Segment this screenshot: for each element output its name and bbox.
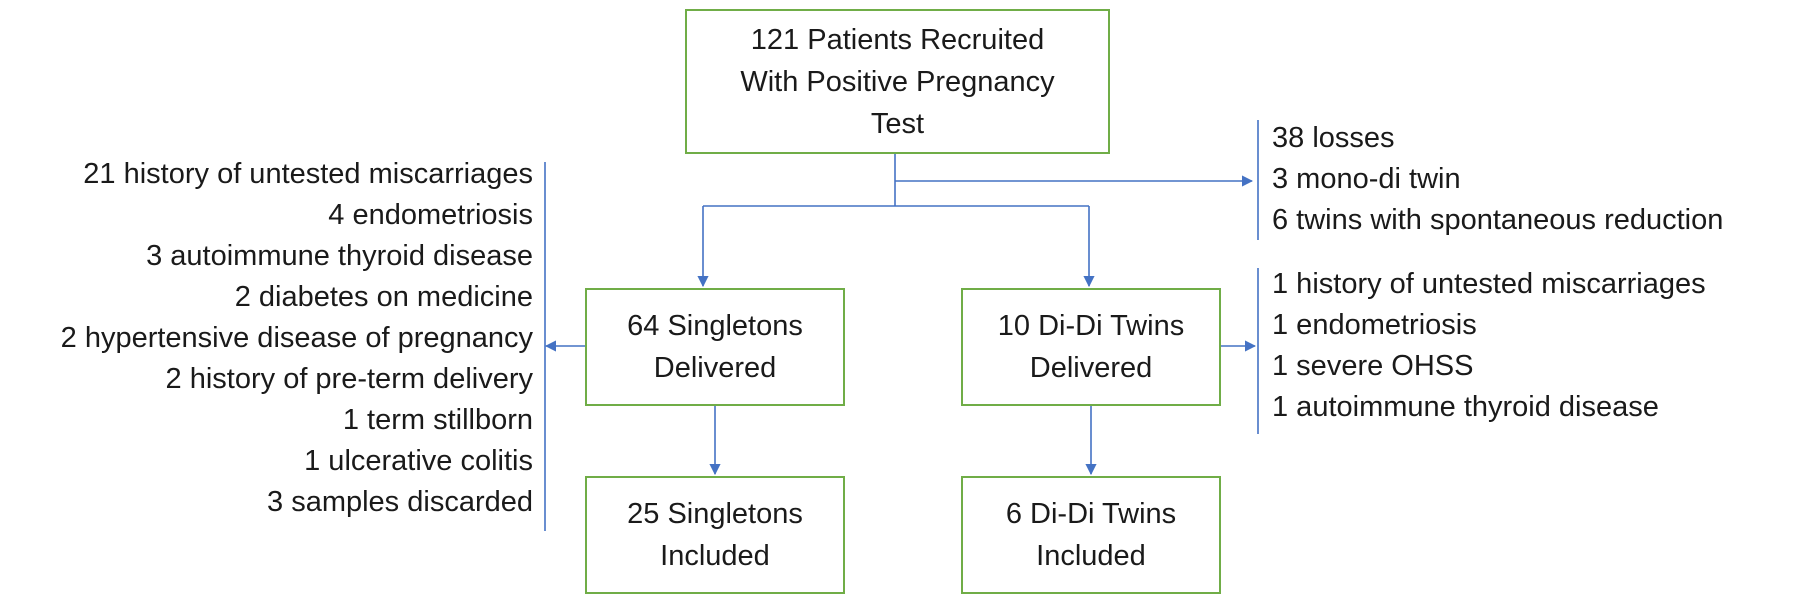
singletons-delivered-line-1: 64 Singletons: [627, 310, 803, 342]
twin-exclusions-list: 1 history of untested miscarriages 1 end…: [1272, 264, 1706, 428]
singleton-exclusion-item: 2 history of pre-term delivery: [165, 363, 533, 395]
twin-exclusion-item: 1 history of untested miscarriages: [1272, 268, 1706, 300]
recruited-box: 121 Patients Recruited With Positive Pre…: [685, 9, 1110, 154]
twins-included-box: 6 Di-Di Twins Included: [961, 476, 1221, 594]
singleton-exclusions-list: 21 history of untested miscarriages 4 en…: [61, 154, 533, 523]
recruited-line-2: With Positive Pregnancy: [740, 65, 1055, 98]
losses-item: 6 twins with spontaneous reduction: [1272, 204, 1724, 236]
recruited-line-1: 121 Patients Recruited: [750, 23, 1045, 56]
singleton-exclusion-item: 21 history of untested miscarriages: [83, 158, 533, 190]
singletons-included-line-1: 25 Singletons: [627, 498, 803, 530]
twin-exclusion-item: 1 endometriosis: [1272, 309, 1477, 341]
twins-delivered-line-1: 10 Di-Di Twins: [997, 310, 1185, 342]
singleton-exclusion-item: 4 endometriosis: [328, 199, 533, 231]
twins-delivered-box: 10 Di-Di Twins Delivered: [961, 288, 1221, 406]
twin-exclusion-item: 1 autoimmune thyroid disease: [1272, 391, 1659, 423]
singleton-exclusion-item: 2 diabetes on medicine: [234, 281, 533, 313]
singleton-exclusion-item: 1 term stillborn: [342, 404, 533, 436]
singleton-exclusion-item: 3 autoimmune thyroid disease: [146, 240, 533, 272]
singletons-delivered-line-2: Delivered: [653, 352, 777, 384]
losses-list: 38 losses 3 mono-di twin 6 twins with sp…: [1272, 118, 1723, 241]
twins-delivered-line-2: Delivered: [1029, 352, 1153, 384]
singleton-exclusion-item: 3 samples discarded: [267, 486, 533, 518]
singleton-exclusion-item: 1 ulcerative colitis: [304, 445, 533, 477]
twins-included-line-2: Included: [1036, 540, 1146, 572]
singletons-delivered-box: 64 Singletons Delivered: [585, 288, 845, 406]
singletons-included-line-2: Included: [660, 540, 770, 572]
singletons-included-box: 25 Singletons Included: [585, 476, 845, 594]
singleton-exclusion-item: 2 hypertensive disease of pregnancy: [60, 322, 533, 354]
twin-exclusion-item: 1 severe OHSS: [1272, 350, 1474, 382]
twins-included-line-1: 6 Di-Di Twins: [1005, 498, 1177, 530]
recruited-line-3: Test: [870, 107, 925, 140]
losses-item: 3 mono-di twin: [1272, 163, 1461, 195]
losses-item: 38 losses: [1272, 122, 1395, 154]
